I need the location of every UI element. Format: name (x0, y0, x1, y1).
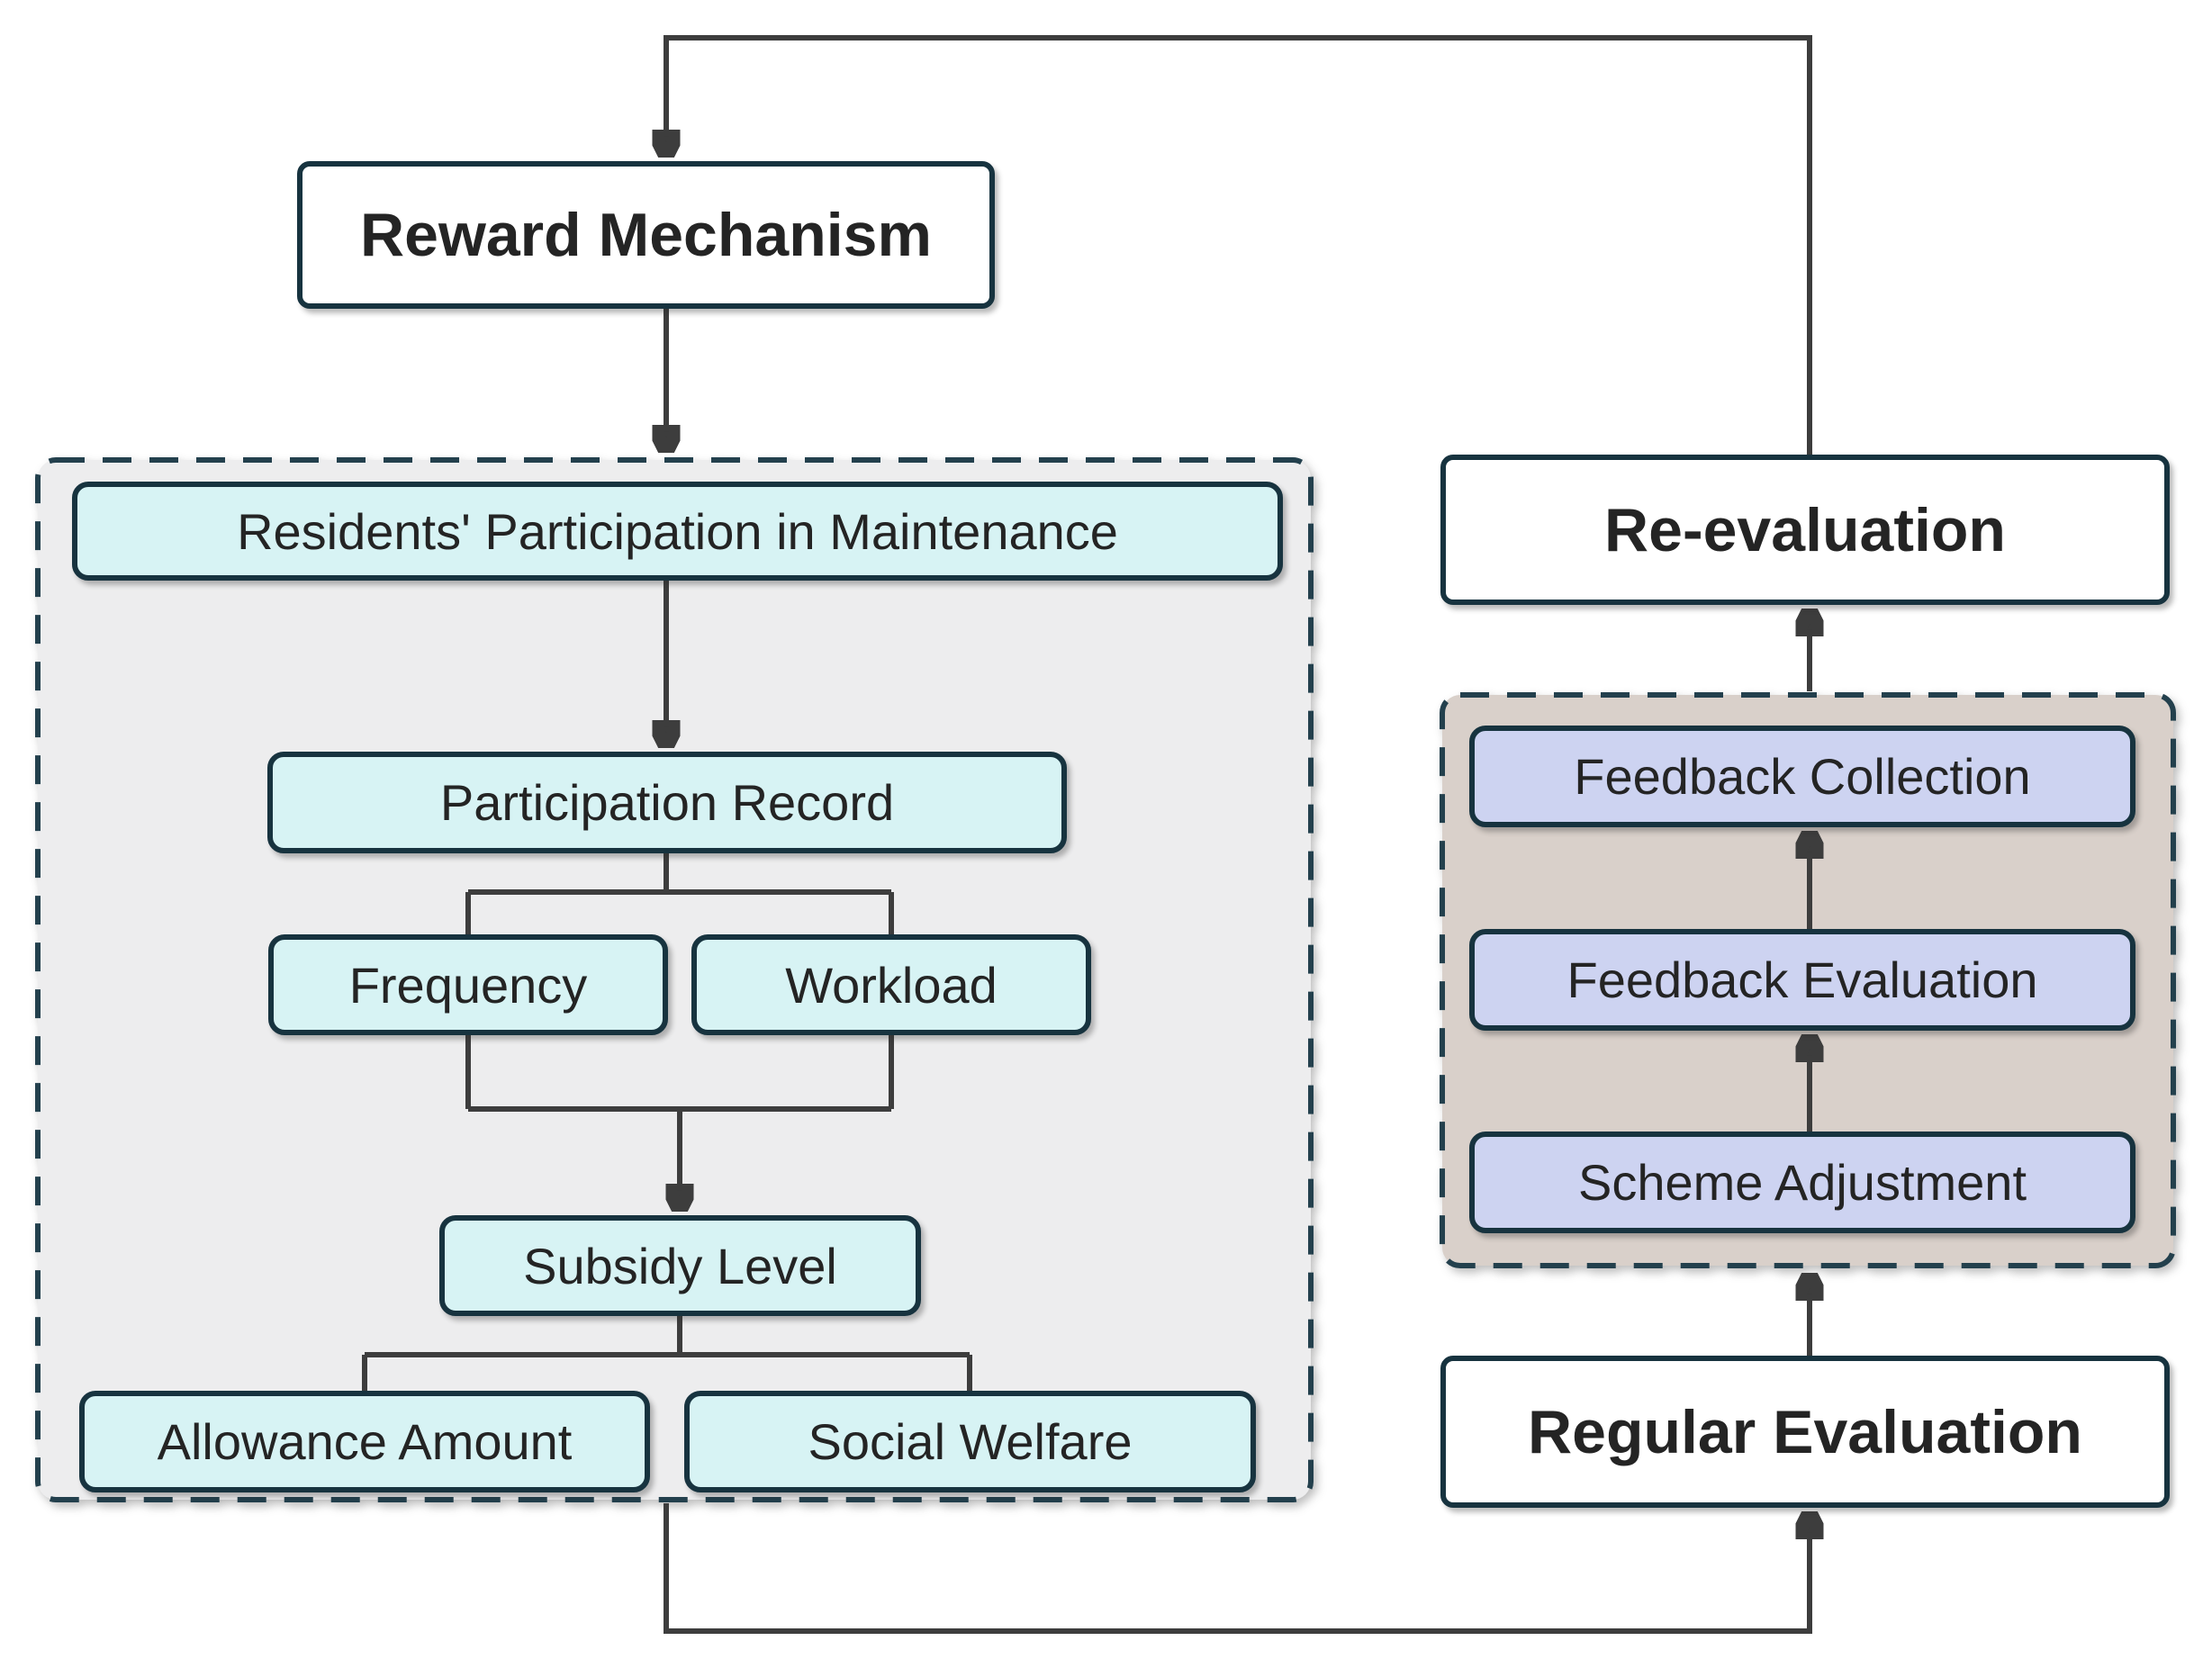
participation-group-rect (35, 457, 1314, 1502)
node-frequency-label: Frequency (348, 956, 588, 1014)
node-feedback-evaluation-label: Feedback Evaluation (1566, 951, 2038, 1008)
node-social-welfare: Social Welfare (684, 1391, 1256, 1492)
node-subsidy-level: Subsidy Level (439, 1215, 921, 1316)
node-participation-record-label: Participation Record (439, 774, 895, 831)
node-reward-mechanism: Reward Mechanism (297, 161, 995, 309)
node-scheme-adjustment: Scheme Adjustment (1469, 1132, 2135, 1233)
node-reward-mechanism-label: Reward Mechanism (360, 201, 932, 269)
node-subsidy-level-label: Subsidy Level (523, 1237, 837, 1294)
node-feedback-collection-label: Feedback Collection (1574, 748, 2031, 805)
edge-record-split (465, 853, 894, 934)
node-workload: Workload (691, 934, 1091, 1035)
node-re-evaluation: Re-evaluation (1440, 455, 2170, 605)
node-frequency: Frequency (268, 934, 668, 1035)
participation-group (34, 456, 1314, 1503)
node-feedback-collection: Feedback Collection (1469, 726, 2135, 827)
node-residents-participation-label: Residents' Participation in Maintenance (237, 502, 1118, 560)
node-social-welfare-label: Social Welfare (808, 1413, 1133, 1470)
node-allowance-amount: Allowance Amount (79, 1391, 650, 1492)
node-allowance-amount-label: Allowance Amount (157, 1413, 573, 1470)
node-regular-evaluation-label: Regular Evaluation (1528, 1397, 2082, 1466)
node-regular-evaluation: Regular Evaluation (1440, 1356, 2170, 1508)
node-re-evaluation-label: Re-evaluation (1604, 495, 2006, 564)
node-feedback-evaluation: Feedback Evaluation (1469, 929, 2135, 1031)
node-workload-label: Workload (785, 956, 998, 1014)
edge-frequency-workload-merge (465, 1035, 894, 1112)
participation-group-border (35, 457, 1314, 1502)
edge-reevaluation-to-reward (666, 35, 1812, 455)
node-scheme-adjustment-label: Scheme Adjustment (1577, 1154, 2027, 1211)
edge-subsidy-split (362, 1316, 972, 1391)
node-participation-record: Participation Record (267, 752, 1067, 853)
node-residents-participation: Residents' Participation in Maintenance (72, 482, 1283, 581)
edge-participation-group-to-regular-evaluation (664, 1503, 1810, 1634)
